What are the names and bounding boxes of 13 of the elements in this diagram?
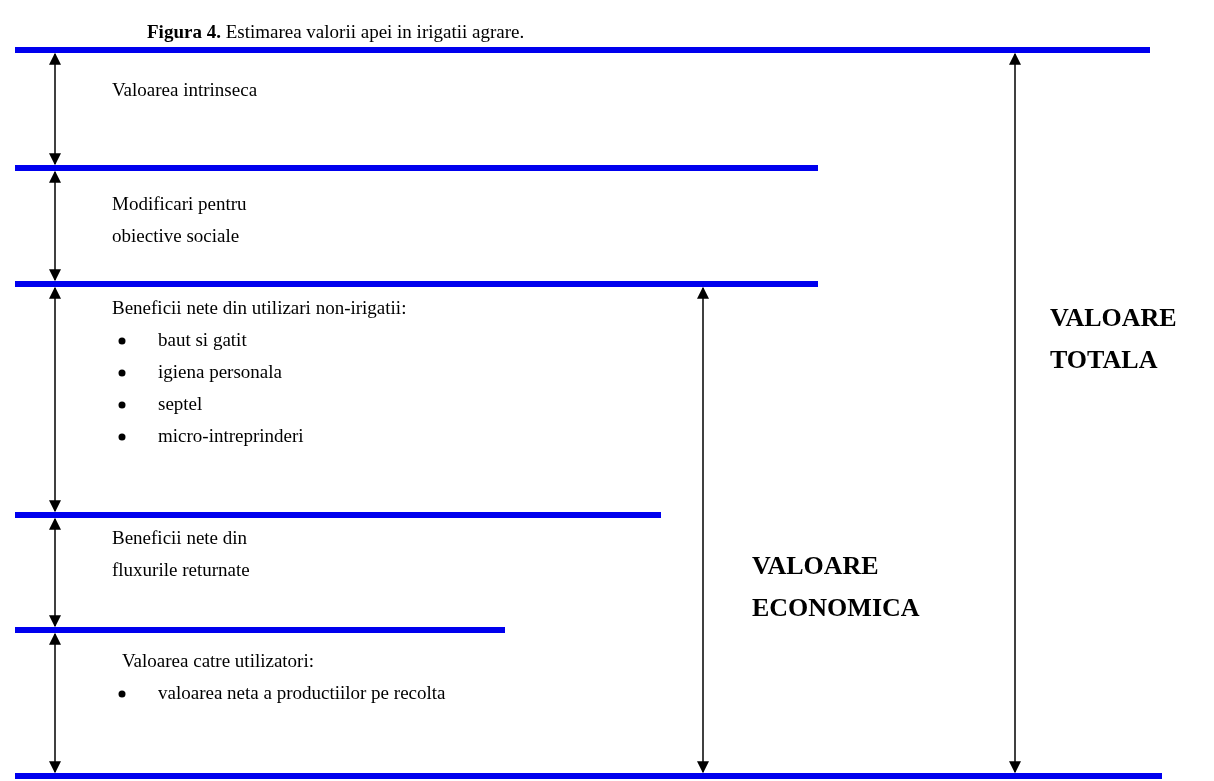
level-label: Valoarea catre utilizatori: bbox=[122, 649, 315, 673]
level-label: Valoarea intrinseca bbox=[112, 78, 259, 102]
level-label: Modificari pentru obiective sociale bbox=[112, 192, 248, 248]
level-heading: VALOARE TOTALA bbox=[1050, 302, 1178, 376]
bullet-item: baut si gatit bbox=[158, 328, 248, 352]
bullet-item: igiena personala bbox=[158, 360, 283, 384]
bullet-item: valoarea neta a productiilor pe recolta bbox=[158, 681, 447, 705]
level-heading: VALOARE ECONOMICA bbox=[752, 550, 921, 624]
level-label: Beneficii nete din utilizari non-irigatii: bbox=[112, 296, 408, 320]
bullet-item: micro-intreprinderi bbox=[158, 424, 305, 448]
bullet-item: septel bbox=[158, 392, 204, 416]
level-label: Beneficii nete din fluxurile returnate bbox=[112, 526, 251, 582]
figure-title: Figura 4. Estimarea valorii apei in irigatii agrare. bbox=[147, 20, 525, 44]
